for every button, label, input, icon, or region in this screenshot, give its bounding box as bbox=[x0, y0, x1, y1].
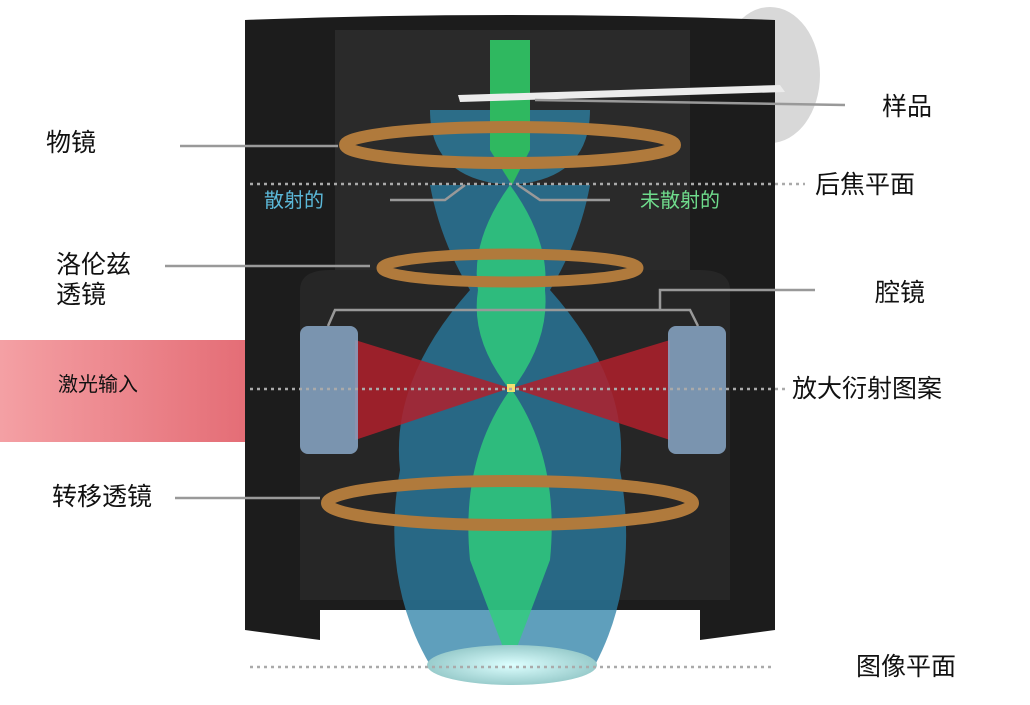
objective-lens-ring bbox=[339, 121, 681, 169]
electron-beam-unscattered bbox=[468, 185, 552, 665]
label-transfer-lens: 转移透镜 bbox=[52, 482, 153, 511]
transfer-lens-ring bbox=[321, 475, 699, 531]
sample-slide bbox=[458, 85, 785, 102]
label-unscattered: 未散射的 bbox=[640, 188, 720, 212]
cavity-laser-right bbox=[512, 340, 670, 440]
lorentz-lens-ring bbox=[376, 248, 644, 288]
label-cavity-mirror: 腔镜 bbox=[875, 278, 926, 307]
label-laser-input: 激光输入 bbox=[58, 372, 138, 396]
label-lorentz-lens-2: 透镜 bbox=[56, 280, 107, 309]
electron-beam-incident bbox=[490, 40, 530, 185]
label-sample: 样品 bbox=[882, 92, 933, 121]
image-plane-screen bbox=[427, 645, 597, 685]
label-back-focal-plane: 后焦平面 bbox=[815, 170, 916, 199]
label-objective-lens: 物镜 bbox=[46, 128, 97, 157]
cavity-mirror-right bbox=[668, 326, 726, 454]
label-scattered: 散射的 bbox=[264, 188, 324, 212]
label-image-plane: 图像平面 bbox=[856, 652, 957, 681]
label-magnified-diffraction-pattern: 放大衍射图案 bbox=[792, 374, 943, 403]
label-lorentz-lens-1: 洛伦兹 bbox=[56, 250, 132, 279]
